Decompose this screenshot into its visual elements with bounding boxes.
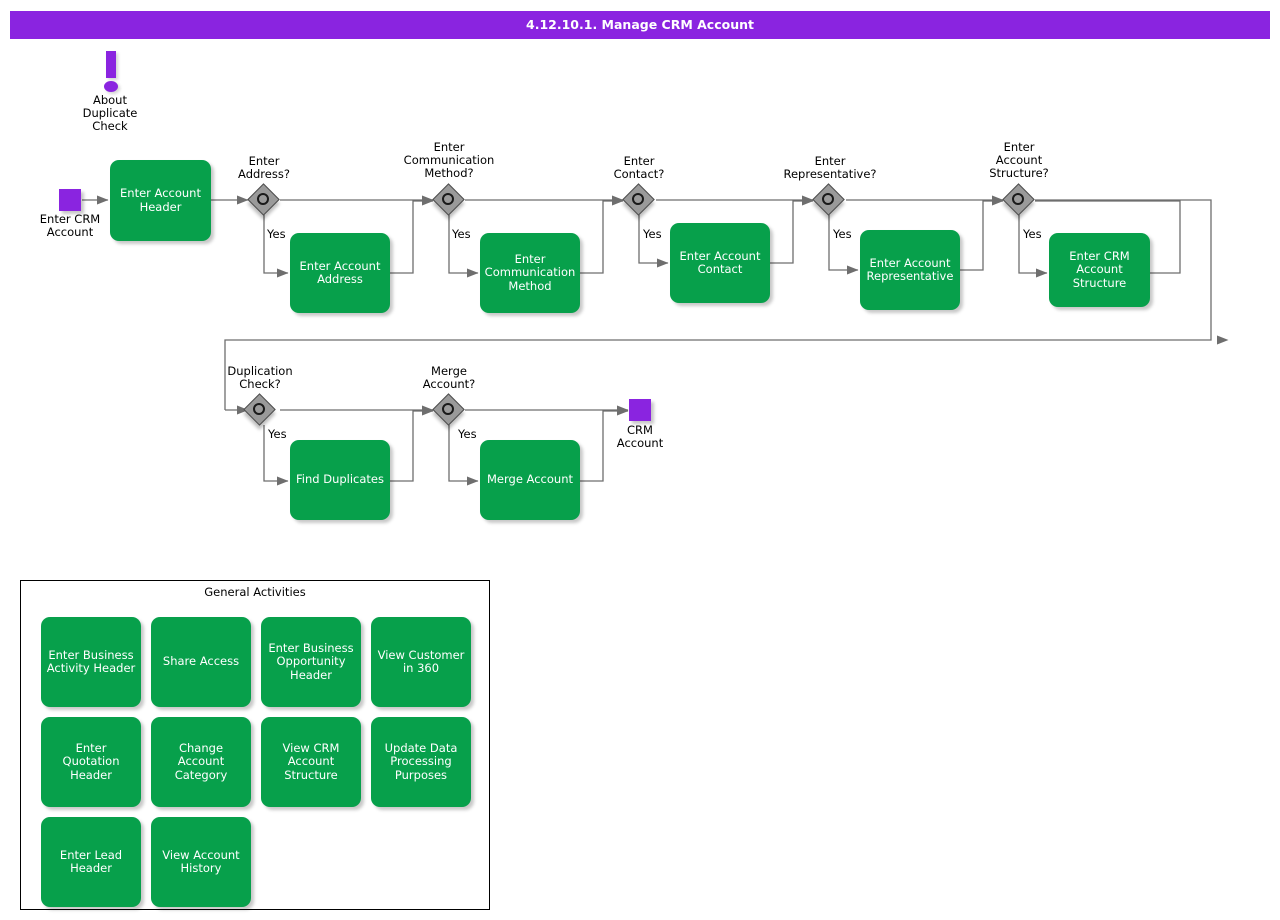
title-bar: 4.12.10.1. Manage CRM Account xyxy=(10,11,1270,39)
gateway-merge-account-label: Merge Account? xyxy=(422,364,476,391)
general-activities-group: General Activities Enter Business Activi… xyxy=(20,580,490,910)
activity-enter-business-activity-header[interactable]: Enter Business Activity Header xyxy=(41,617,141,707)
general-activities-grid: Enter Business Activity Header Share Acc… xyxy=(41,617,481,917)
gateway-duplication-check-label: Duplication Check? xyxy=(227,364,293,391)
gateway-merge-account-branch-label: Yes xyxy=(458,427,477,441)
gateway-enter-contact-label: Enter Contact? xyxy=(613,154,665,181)
start-event-label: Enter CRM Account xyxy=(39,212,101,239)
task-merge-account[interactable]: Merge Account xyxy=(480,440,580,520)
exclamation-bar-icon xyxy=(106,51,116,78)
gateway-enter-account-structure-branch-label: Yes xyxy=(1023,227,1042,241)
task-enter-account-contact[interactable]: Enter Account Contact xyxy=(670,223,770,303)
annotation-label: About Duplicate Check xyxy=(82,93,138,133)
general-activities-row: Enter Lead Header View Account History xyxy=(41,817,481,907)
gateway-duplication-check[interactable] xyxy=(243,393,276,426)
gateway-ring-icon xyxy=(257,193,269,205)
gateway-ring-icon xyxy=(632,193,644,205)
activity-update-data-processing-purposes[interactable]: Update Data Processing Purposes xyxy=(371,717,471,807)
gateway-enter-contact-branch-label: Yes xyxy=(643,227,662,241)
activity-change-account-category[interactable]: Change Account Category xyxy=(151,717,251,807)
general-activities-row: Enter Business Activity Header Share Acc… xyxy=(41,617,481,707)
exclamation-dot-icon xyxy=(104,81,118,92)
gateway-enter-representative[interactable] xyxy=(812,183,845,216)
page-title: 4.12.10.1. Manage CRM Account xyxy=(526,17,754,32)
task-enter-crm-account-structure[interactable]: Enter CRM Account Structure xyxy=(1049,233,1150,307)
gateway-enter-address-label: Enter Address? xyxy=(238,154,290,181)
gateway-enter-representative-label: Enter Representative? xyxy=(783,154,877,181)
gateway-ring-icon xyxy=(442,193,454,205)
activity-view-crm-account-structure[interactable]: View CRM Account Structure xyxy=(261,717,361,807)
exclamation-note-icon xyxy=(99,51,123,93)
task-find-duplicates[interactable]: Find Duplicates xyxy=(290,440,390,520)
gateway-enter-communication-method[interactable] xyxy=(432,183,465,216)
gateway-enter-communication-method-label: Enter Communication Method? xyxy=(403,140,495,180)
activity-view-customer-in-360[interactable]: View Customer in 360 xyxy=(371,617,471,707)
start-event[interactable] xyxy=(59,189,81,211)
gateway-ring-icon xyxy=(822,193,834,205)
gateway-enter-communication-method-branch-label: Yes xyxy=(452,227,471,241)
general-activities-title: General Activities xyxy=(204,585,306,599)
general-activities-row: Enter Quotation Header Change Account Ca… xyxy=(41,717,481,807)
task-enter-account-header[interactable]: Enter Account Header xyxy=(110,160,211,241)
gateway-enter-address[interactable] xyxy=(247,183,280,216)
gateway-enter-account-structure[interactable] xyxy=(1002,183,1035,216)
activity-enter-business-opportunity-header[interactable]: Enter Business Opportunity Header xyxy=(261,617,361,707)
end-event[interactable] xyxy=(629,399,651,421)
gateway-enter-address-branch-label: Yes xyxy=(267,227,286,241)
gateway-merge-account[interactable] xyxy=(432,393,465,426)
gateway-ring-icon xyxy=(253,403,265,415)
end-event-label: CRM Account xyxy=(616,423,664,450)
gateway-enter-representative-branch-label: Yes xyxy=(833,227,852,241)
task-enter-account-representative[interactable]: Enter Account Representative xyxy=(860,230,960,310)
activity-view-account-history[interactable]: View Account History xyxy=(151,817,251,907)
activity-enter-lead-header[interactable]: Enter Lead Header xyxy=(41,817,141,907)
gateway-ring-icon xyxy=(442,403,454,415)
gateway-ring-icon xyxy=(1012,193,1024,205)
activity-enter-quotation-header[interactable]: Enter Quotation Header xyxy=(41,717,141,807)
gateway-enter-account-structure-label: Enter Account Structure? xyxy=(989,140,1049,180)
task-enter-communication-method[interactable]: Enter Communication Method xyxy=(480,233,580,313)
gateway-enter-contact[interactable] xyxy=(622,183,655,216)
task-enter-account-address[interactable]: Enter Account Address xyxy=(290,233,390,313)
gateway-duplication-check-branch-label: Yes xyxy=(268,427,287,441)
activity-share-access[interactable]: Share Access xyxy=(151,617,251,707)
